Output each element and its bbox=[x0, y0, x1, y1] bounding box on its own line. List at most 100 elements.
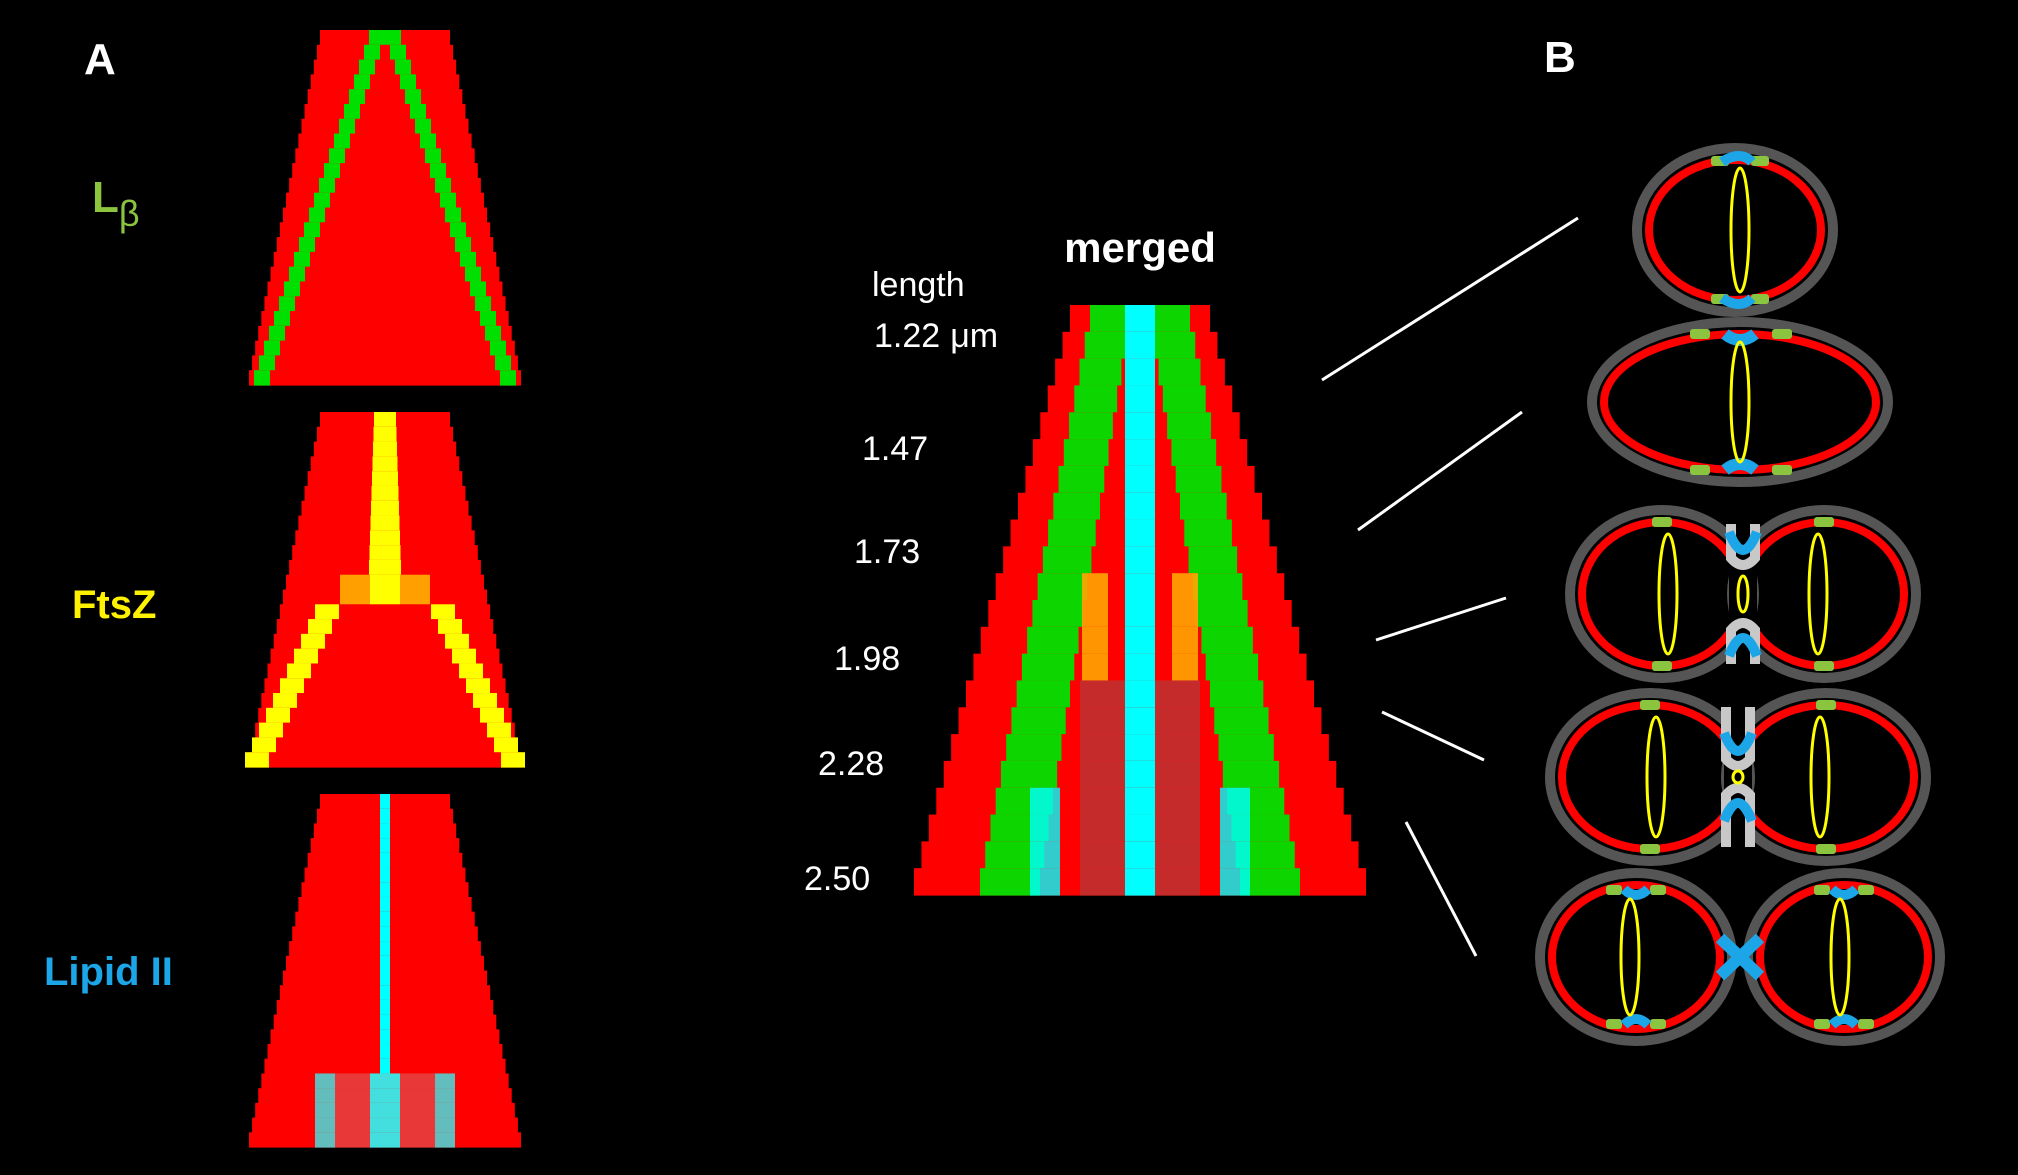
merged-band bbox=[1125, 385, 1155, 413]
lbeta-band bbox=[344, 103, 360, 120]
membrane-step bbox=[267, 281, 503, 297]
membrane-patch bbox=[1772, 465, 1792, 475]
merged-band bbox=[1125, 814, 1155, 842]
lbeta-band bbox=[460, 251, 476, 268]
lipid-band bbox=[380, 867, 390, 883]
ftsz-band bbox=[466, 678, 490, 694]
membrane-patch bbox=[1606, 1019, 1622, 1029]
merged-kymograph bbox=[914, 305, 1366, 896]
membrane-step bbox=[267, 663, 503, 679]
merged-band bbox=[1037, 573, 1088, 601]
connector-lines bbox=[1321, 216, 1579, 957]
length-header: length bbox=[872, 266, 965, 304]
lipid-band bbox=[435, 1073, 455, 1089]
merged-band bbox=[1006, 734, 1062, 762]
membrane-patch bbox=[1640, 844, 1660, 854]
merged-band bbox=[1030, 841, 1060, 869]
lbeta-band bbox=[490, 340, 506, 357]
membrane-patch bbox=[1816, 700, 1836, 710]
merged-band bbox=[1205, 653, 1259, 682]
ftsz-band bbox=[273, 693, 297, 709]
length-1-value: 1.22 bbox=[874, 317, 940, 355]
lipid-ii-patch bbox=[1828, 1014, 1860, 1029]
connector-line bbox=[1404, 821, 1478, 957]
connector-line bbox=[1375, 596, 1507, 642]
lipid-band bbox=[380, 896, 390, 913]
length-6: 2.50 bbox=[804, 860, 870, 898]
ftsz-band bbox=[501, 752, 525, 768]
lipid-band bbox=[435, 1117, 455, 1133]
ftsz-ring bbox=[1645, 715, 1667, 839]
lbeta-band bbox=[264, 340, 280, 357]
lipid-band bbox=[370, 1088, 400, 1104]
ftsz-ring bbox=[1729, 166, 1751, 294]
lbeta-band bbox=[304, 222, 320, 238]
lbeta-band bbox=[354, 74, 370, 90]
merged-band bbox=[1030, 868, 1060, 896]
membrane-step bbox=[258, 707, 512, 724]
lipid-band bbox=[380, 1044, 390, 1060]
septum-wall bbox=[1726, 618, 1760, 664]
membrane-step bbox=[258, 325, 512, 342]
membrane-step bbox=[295, 148, 475, 164]
lbeta-band bbox=[440, 192, 456, 209]
merged-band bbox=[1222, 760, 1280, 789]
lipid-ii-patch bbox=[1620, 885, 1652, 900]
lipid-band bbox=[315, 1117, 335, 1133]
lbeta-band bbox=[274, 311, 290, 327]
lipid-band bbox=[315, 1088, 455, 1104]
merged-band bbox=[1000, 760, 1058, 789]
ftsz-ring bbox=[1736, 574, 1750, 614]
lipid-ii-patch bbox=[1721, 458, 1759, 475]
membrane-step bbox=[249, 752, 521, 768]
merged-band bbox=[1220, 868, 1250, 896]
merged-band bbox=[1125, 519, 1155, 547]
merged-band bbox=[1167, 412, 1211, 440]
membrane-patch bbox=[1640, 700, 1660, 710]
membrane-step bbox=[252, 355, 518, 371]
lbeta-band bbox=[324, 163, 340, 179]
lipid-ii-patch bbox=[1828, 885, 1860, 900]
ftsz-ring bbox=[1829, 897, 1851, 1017]
cell-wall bbox=[1587, 317, 1893, 487]
lipid-band bbox=[370, 1102, 400, 1119]
ftsz-ring bbox=[1731, 769, 1745, 785]
membrane-step bbox=[264, 678, 506, 694]
lipid-band bbox=[380, 955, 390, 972]
merged-band bbox=[1125, 573, 1155, 601]
lbeta-band bbox=[364, 44, 380, 61]
lbeta-band bbox=[329, 148, 345, 164]
lbeta-band bbox=[294, 251, 310, 268]
lbeta-band bbox=[259, 355, 275, 371]
membrane-step bbox=[304, 103, 466, 120]
merged-band bbox=[1125, 653, 1155, 682]
lipid-ii-kymograph bbox=[249, 794, 521, 1148]
lipid-band bbox=[380, 852, 390, 869]
ftsz-band bbox=[372, 456, 398, 472]
connector-line bbox=[1357, 410, 1523, 532]
merged-band bbox=[1079, 358, 1122, 387]
lipid-ii-patch bbox=[1724, 633, 1762, 658]
ftsz-label: FtsZ bbox=[72, 583, 156, 627]
merged-band bbox=[1084, 331, 1126, 360]
lbeta-band bbox=[369, 30, 385, 46]
membrane-step bbox=[279, 604, 491, 620]
lbeta-band bbox=[395, 59, 411, 75]
membrane-patch bbox=[1858, 1019, 1874, 1029]
merged-band bbox=[1125, 331, 1155, 360]
lbeta-band bbox=[299, 237, 315, 253]
lipid-band bbox=[380, 999, 390, 1016]
membrane-step bbox=[273, 633, 497, 650]
lipid-band bbox=[380, 882, 390, 898]
cell-stage-5 bbox=[1535, 868, 1945, 1046]
ftsz-band bbox=[370, 515, 400, 531]
lbeta-band bbox=[339, 118, 355, 135]
merged-band bbox=[1069, 412, 1113, 440]
lbeta-band bbox=[480, 311, 496, 327]
ftsz-band bbox=[287, 663, 311, 679]
lbeta-band bbox=[420, 133, 436, 149]
lbeta-band bbox=[314, 192, 330, 209]
lipid-band bbox=[380, 1014, 390, 1030]
cell-membrane bbox=[1756, 881, 1932, 1033]
